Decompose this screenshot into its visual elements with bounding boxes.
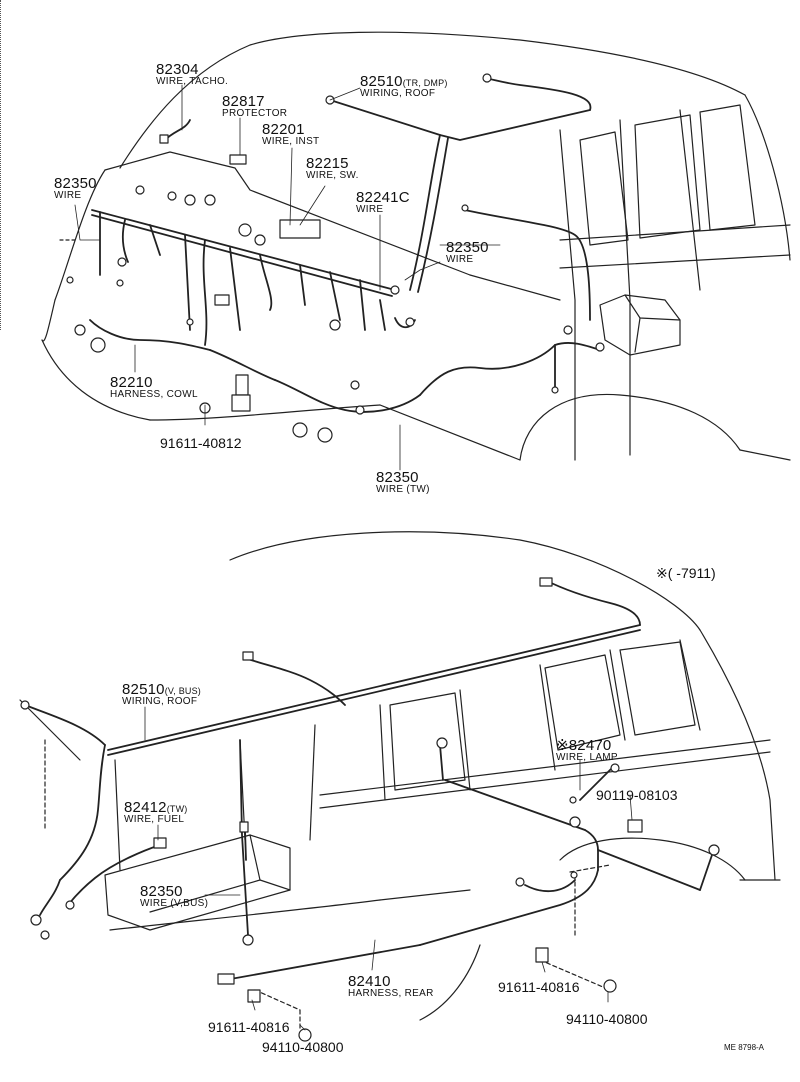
label-82304: 82304 WIRE, TACHO.: [156, 61, 229, 87]
label-82510-v-bus: 82510(V, BUS) WIRING, ROOF: [122, 681, 201, 707]
top-harnesses: [89, 77, 601, 413]
bottom-leader-lines: [144, 706, 633, 1031]
top-connectors: [66, 73, 605, 443]
label-82215: 82215 WIRE, SW.: [306, 155, 359, 181]
bottom-connectors: [20, 577, 720, 1042]
label-82350-tw: 82350 WIRE (TW): [376, 469, 430, 495]
label-91611-40816-right: 91611-40816: [498, 979, 580, 995]
label-82410: 82410 HARNESS, REAR: [348, 973, 434, 999]
label-94110-40800-left: 94110-40800: [262, 1039, 344, 1055]
label-82350-v-bus: 82350 WIRE (V,BUS): [140, 883, 209, 909]
applicability-note: ※( -7911): [656, 565, 716, 581]
label-82817: 82817 PROTECTOR: [222, 93, 288, 119]
top-leader-lines: [74, 84, 501, 471]
drawing-code: ME 8798-A: [724, 1043, 765, 1052]
label-82241c: 82241C WIRE: [356, 189, 410, 215]
label-82210: 82210 HARNESS, COWL: [110, 374, 198, 400]
label-82350-wire-left: 82350 WIRE: [54, 175, 97, 201]
top-vehicle-body: [41, 31, 791, 461]
label-91611-40812: 91611-40812: [160, 435, 242, 451]
label-82201: 82201 WIRE, INST: [262, 121, 320, 147]
label-82510-tr-dmp: 82510(TR, DMP) WIRING, ROOF: [360, 73, 448, 99]
label-91611-40816-left: 91611-40816: [208, 1019, 290, 1035]
label-82470: ※82470 WIRE, LAMP: [556, 737, 618, 763]
label-82412: 82412(TW) WIRE, FUEL: [124, 799, 188, 825]
page-edge-marks: [0, 0, 4, 330]
bottom-vehicle-body: [19, 531, 781, 1031]
label-90119-08103: 90119-08103: [596, 787, 678, 803]
label-82350-wire-right: 82350 WIRE: [446, 239, 489, 265]
label-94110-40800-right: 94110-40800: [566, 1011, 648, 1027]
bottom-harnesses: [24, 579, 713, 981]
